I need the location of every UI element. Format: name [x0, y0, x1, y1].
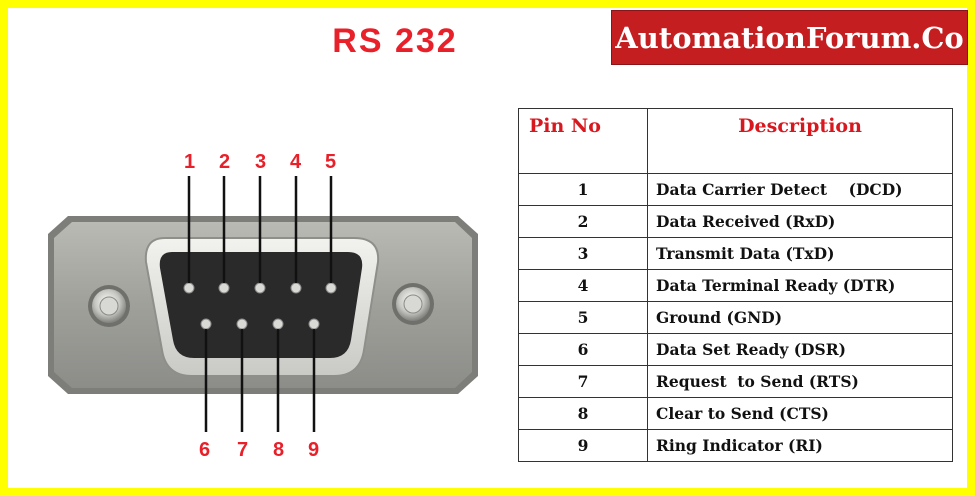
- pin-label-8: 8: [273, 439, 284, 461]
- pin-description-cell: Data Set Ready (DSR): [647, 333, 953, 366]
- bottom-pin-holes: [200, 318, 320, 330]
- brand-banner: AutomationForum.Co: [611, 10, 968, 65]
- pin-label-6: 6: [199, 439, 210, 461]
- pin-label-4: 4: [290, 151, 302, 173]
- pin-number-cell: 4: [518, 269, 648, 302]
- header-description: Description: [647, 108, 953, 174]
- table-row: 6 Data Set Ready (DSR): [518, 333, 953, 366]
- pin-description-cell: Transmit Data (TxD): [647, 237, 953, 270]
- right-screw-icon: [392, 283, 434, 325]
- header-pin-no: Pin No: [518, 108, 648, 174]
- table-row: 8 Clear to Send (CTS): [518, 397, 953, 430]
- left-screw-icon: [88, 285, 130, 327]
- pin-label-7: 7: [237, 439, 248, 461]
- pin-number-cell: 3: [518, 237, 648, 270]
- top-leader-lines: [187, 176, 333, 283]
- table-row: 2 Data Received (RxD): [518, 205, 953, 238]
- table-row: 4 Data Terminal Ready (DTR): [518, 269, 953, 302]
- pin-description-cell: Ground (GND): [647, 301, 953, 334]
- pin-description-cell: Ring Indicator (RI): [647, 429, 953, 462]
- table-row: 9 Ring Indicator (RI): [518, 429, 953, 462]
- table-row: 3 Transmit Data (TxD): [518, 237, 953, 270]
- pin-number-cell: 2: [518, 205, 648, 238]
- pin-description-cell: Data Terminal Ready (DTR): [647, 269, 953, 302]
- d-sub-insert: [159, 252, 363, 358]
- pin-label-2: 2: [219, 151, 230, 173]
- table-header-row: Pin No Description: [518, 108, 953, 174]
- bottom-leader-lines: [204, 329, 316, 432]
- pin-description-table: Pin No Description 1 Data Carrier Detect…: [518, 108, 953, 462]
- top-pin-holes: [183, 282, 337, 294]
- pin-label-9: 9: [308, 439, 319, 461]
- pin-description-cell: Clear to Send (CTS): [647, 397, 953, 430]
- pin-description-cell: Data Carrier Detect (DCD): [647, 173, 953, 206]
- pin-label-1: 1: [184, 151, 195, 173]
- pin-number-cell: 6: [518, 333, 648, 366]
- pin-number-cell: 9: [518, 429, 648, 462]
- pin-description-cell: Request to Send (RTS): [647, 365, 953, 398]
- pin-label-5: 5: [325, 151, 336, 173]
- table-row: 1 Data Carrier Detect (DCD): [518, 173, 953, 206]
- pin-number-cell: 7: [518, 365, 648, 398]
- pin-label-3: 3: [255, 151, 266, 173]
- pin-number-cell: 5: [518, 301, 648, 334]
- table-row: 5 Ground (GND): [518, 301, 953, 334]
- table-row: 7 Request to Send (RTS): [518, 365, 953, 398]
- pin-number-cell: 8: [518, 397, 648, 430]
- page-title: RS 232: [332, 22, 458, 60]
- pin-number-cell: 1: [518, 173, 648, 206]
- pin-description-cell: Data Received (RxD): [647, 205, 953, 238]
